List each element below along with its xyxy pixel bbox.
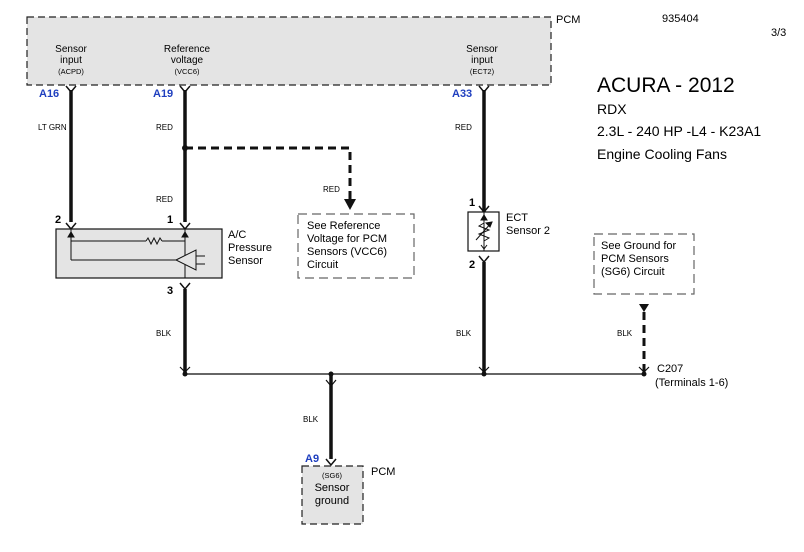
- ref-note-line1: See Reference: [307, 220, 380, 232]
- ac-sensor-internal-circuit: [67, 229, 205, 278]
- pcm-ground-line1: Sensor: [315, 482, 350, 494]
- wire-label-blk-pcm: BLK: [303, 415, 319, 424]
- wire-red-ref-branch: [185, 146, 352, 200]
- wire-label-red-ref-lower: RED: [156, 195, 173, 204]
- pcm-ground-arrow-top: [325, 379, 337, 387]
- ref-note-line2: Voltage for PCM: [307, 233, 387, 245]
- pcm-input-acpd-line2: input: [60, 55, 82, 66]
- ref-note-line4: Circuit: [307, 259, 338, 271]
- pcm-top-label: PCM: [556, 14, 580, 26]
- ac-pin-2: 2: [55, 214, 61, 226]
- arrow-gnd-note: [639, 304, 649, 312]
- pcm-input-vcc6-line2: voltage: [171, 55, 204, 66]
- ac-pin-3-arrow: [179, 282, 191, 291]
- ac-pin-1: 1: [167, 214, 173, 226]
- ect-sensor-name-line1: ECT: [506, 212, 528, 224]
- ac-pin-3: 3: [167, 285, 173, 297]
- pcm-ground-line2: ground: [315, 495, 349, 507]
- splice-ground-ect: [481, 371, 487, 377]
- ac-pin-2-arrow: [65, 222, 77, 231]
- pin-arrow-a9: [325, 458, 337, 467]
- vehicle-make-year: ACURA - 2012: [597, 74, 735, 97]
- vehicle-model: RDX: [597, 101, 627, 117]
- doc-number: 935404: [662, 13, 699, 25]
- ect-pin-1: 1: [469, 197, 475, 209]
- ect-sensor-name-line2: Sensor 2: [506, 225, 550, 237]
- pcm-input-ect2: Sensor input (ECT2): [466, 44, 498, 76]
- ac-sensor-name-line1: A/C: [228, 229, 246, 241]
- thermistor-icon: [475, 212, 493, 251]
- wire-label-red-branch: RED: [323, 185, 340, 194]
- pcm-input-ect2-line1: Sensor: [466, 44, 498, 55]
- pcm-input-vcc6-code: (VCC6): [174, 67, 200, 76]
- pcm-input-acpd-code: (ACPD): [58, 67, 84, 76]
- ac-sensor-name-line3: Sensor: [228, 255, 263, 267]
- ground-note-box: [593, 233, 695, 295]
- wire-label-lt-grn: LT GRN: [38, 123, 67, 132]
- vehicle-system: Engine Cooling Fans: [597, 146, 727, 162]
- pcm-input-ect2-line2: input: [471, 55, 493, 66]
- pcm-ground-box: [301, 465, 364, 525]
- ref-note-line3: Sensors (VCC6): [307, 246, 387, 258]
- pcm-input-acpd-line1: Sensor: [55, 44, 87, 55]
- wire-label-blk-ac: BLK: [156, 329, 172, 338]
- page-number: 3/3: [771, 27, 786, 39]
- pcm-ground-code: (SG6): [322, 471, 343, 480]
- wire-label-red-ect: RED: [455, 123, 472, 132]
- pcm-input-acpd: Sensor input (ACPD): [55, 44, 87, 76]
- ect-pin-2: 2: [469, 259, 475, 271]
- ref-voltage-note-box: [297, 213, 415, 279]
- splice-ground-sg6: [641, 371, 647, 377]
- gnd-note-line2: PCM Sensors: [601, 253, 669, 265]
- pcm-input-ect2-code: (ECT2): [470, 67, 495, 76]
- wire-label-red-ref: RED: [156, 123, 173, 132]
- pcm-module-box: [26, 16, 552, 86]
- ac-pin-1-arrow: [179, 222, 191, 231]
- ac-sensor-name-line2: Pressure: [228, 242, 272, 254]
- gnd-note-line1: See Ground for: [601, 240, 677, 252]
- pin-a19: A19: [153, 88, 173, 100]
- vehicle-engine: 2.3L - 240 HP -L4 - K23A1: [597, 123, 761, 139]
- pin-a9: A9: [305, 453, 319, 465]
- pin-a33: A33: [452, 88, 472, 100]
- wire-label-blk-ect: BLK: [456, 329, 472, 338]
- connector-c207: C207: [657, 363, 683, 375]
- ect-pin-2-arrow: [478, 255, 490, 264]
- connector-c207-terminals: (Terminals 1-6): [655, 377, 728, 389]
- pcm-input-vcc6-line1: Reference: [164, 44, 211, 55]
- pcm-ground-label: PCM: [371, 466, 395, 478]
- arrow-ref-note: [344, 199, 356, 210]
- pin-a16: A16: [39, 88, 59, 100]
- wire-label-blk-sg6: BLK: [617, 329, 633, 338]
- gnd-note-line3: (SG6) Circuit: [601, 266, 665, 278]
- ac-pressure-sensor-box: [55, 228, 223, 279]
- pcm-input-vcc6: Reference voltage (VCC6): [164, 44, 211, 76]
- splice-ground-ac: [182, 371, 188, 377]
